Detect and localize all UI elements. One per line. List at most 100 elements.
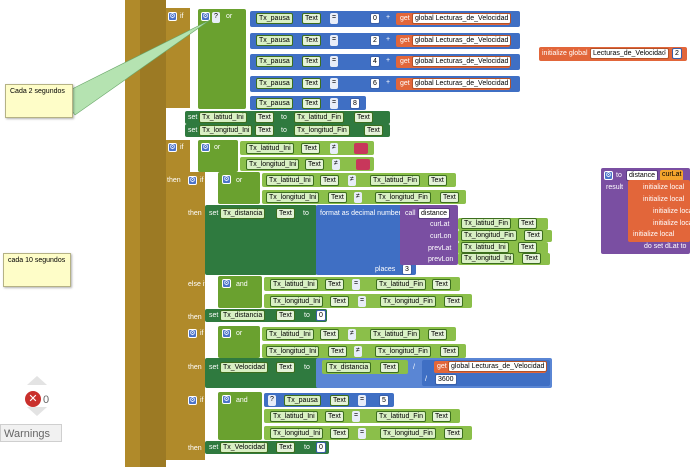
prop-text[interactable]: Text xyxy=(518,218,537,229)
prop-text[interactable]: Text xyxy=(330,296,349,307)
var-lon-ini[interactable]: Tx_longitud_Ini xyxy=(270,428,324,439)
gear-icon[interactable]: ⚙ xyxy=(222,329,231,338)
global-lecturas[interactable]: global Lecturas_de_Velocidad xyxy=(412,13,512,24)
var-lon-ini[interactable]: Tx_longitud_Ini xyxy=(246,159,300,170)
prop-text[interactable]: Text xyxy=(428,329,447,340)
prop-text[interactable]: Text xyxy=(524,230,543,241)
var-lon-ini[interactable]: Tx_longitud_Ini xyxy=(270,296,324,307)
var-tx-pausa[interactable]: Tx_pausa xyxy=(256,35,293,46)
prop-text[interactable]: Text xyxy=(518,242,537,253)
var-lon-fin[interactable]: Tx_longitud_Fin xyxy=(375,346,431,357)
gear-icon[interactable]: ⚙ xyxy=(188,329,197,338)
op-eq[interactable]: = xyxy=(358,428,367,439)
var-lat-ini[interactable]: Tx_latitud_Ini xyxy=(266,329,314,340)
prop-text[interactable]: Text xyxy=(255,125,274,136)
num-2-global[interactable]: 2 xyxy=(672,48,682,59)
warnings-arrows-icon[interactable] xyxy=(27,376,47,416)
var-lon-fin[interactable]: Tx_longitud_Fin xyxy=(380,296,436,307)
prop-text[interactable]: Text xyxy=(302,35,321,46)
op-eq[interactable]: = xyxy=(358,395,367,406)
prop-text[interactable]: Text xyxy=(276,362,295,373)
empty-string-block[interactable] xyxy=(354,143,368,154)
gear-icon[interactable]: ⚙ xyxy=(188,176,197,185)
prop-text[interactable]: Text xyxy=(330,395,349,406)
var-tx-pausa[interactable]: Tx_pausa xyxy=(256,13,293,24)
var-lat-ini[interactable]: Tx_latitud_Ini xyxy=(270,411,318,422)
format-decimal-block[interactable] xyxy=(316,205,416,275)
op-neq[interactable]: ≠ xyxy=(348,329,356,340)
prop-text[interactable]: Text xyxy=(276,310,295,321)
prop-text[interactable]: Text xyxy=(380,362,399,373)
prop-text[interactable]: Text xyxy=(328,346,347,357)
prop-text[interactable]: Text xyxy=(320,329,339,340)
gear-icon[interactable]: ⚙ xyxy=(168,143,177,152)
var-lat-fin[interactable]: Tx_latitud_Fin xyxy=(370,175,420,186)
num-6[interactable]: 6 xyxy=(370,78,380,89)
prop-text[interactable]: Text xyxy=(302,56,321,67)
var-lat-fin[interactable]: Tx_latitud_Fin xyxy=(370,329,420,340)
var-tx-pausa[interactable]: Tx_pausa xyxy=(256,98,293,109)
or-block-1[interactable] xyxy=(198,9,246,109)
global-lecturas[interactable]: global Lecturas_de_Velocidad xyxy=(412,78,512,89)
var-distancia[interactable]: Tx_distancia xyxy=(326,362,372,373)
var-tx-pausa[interactable]: Tx_pausa xyxy=(256,56,293,67)
prop-text[interactable]: Text xyxy=(330,428,349,439)
var-lat-fin[interactable]: Tx_latitud_Fin xyxy=(294,112,344,123)
var-velocidad[interactable]: Tx_Velocidad xyxy=(220,442,269,453)
prop-text[interactable]: Text xyxy=(305,159,324,170)
op-eq[interactable]: = xyxy=(352,411,361,422)
var-velocidad[interactable]: Tx_Velocidad xyxy=(220,362,269,373)
num-5[interactable]: 5 xyxy=(379,395,389,406)
prop-text[interactable]: Text xyxy=(428,175,447,186)
var-lat-fin[interactable]: Tx_latitud_Fin xyxy=(376,411,426,422)
prop-text[interactable]: Text xyxy=(255,112,274,123)
op-eq[interactable]: = xyxy=(330,35,339,46)
var-tx-pausa[interactable]: Tx_pausa xyxy=(256,78,293,89)
gear-icon[interactable]: ⚙ xyxy=(222,175,231,184)
op-eq[interactable]: = xyxy=(330,13,339,24)
op-neq[interactable]: ≠ xyxy=(330,143,338,154)
op-eq[interactable]: = xyxy=(352,279,361,290)
op-eq[interactable]: = xyxy=(358,296,367,307)
op-neq[interactable]: ≠ xyxy=(354,192,362,203)
comment-note-1[interactable]: Cada 2 segundos xyxy=(5,84,73,118)
var-lon-fin[interactable]: Tx_longitud_Fin xyxy=(294,125,350,136)
var-distancia[interactable]: Tx_distancia xyxy=(220,208,266,219)
num-3600[interactable]: 3600 xyxy=(435,374,457,385)
op-eq[interactable]: = xyxy=(330,98,339,109)
comment-note-2[interactable]: cada 10 segundos xyxy=(3,253,71,287)
prop-text[interactable]: Text xyxy=(302,13,321,24)
prop-text[interactable]: Text xyxy=(354,112,373,123)
var-lon-fin[interactable]: Tx_longitud_Fin xyxy=(380,428,436,439)
gear-icon[interactable]: ⚙ xyxy=(201,143,210,152)
prop-text[interactable]: Text xyxy=(432,411,451,422)
warnings-button[interactable]: Warnings xyxy=(0,424,62,442)
init-local-1[interactable] xyxy=(628,180,690,242)
op-eq[interactable]: = xyxy=(330,78,339,89)
prop-text[interactable]: Text xyxy=(325,279,344,290)
var-lat-ini[interactable]: Tx_latitud_Ini xyxy=(199,112,247,123)
prop-text[interactable]: Text xyxy=(444,296,463,307)
prop-text[interactable]: Text xyxy=(440,192,459,203)
var-distancia[interactable]: Tx_distancia xyxy=(220,310,266,321)
num-0[interactable]: 0 xyxy=(370,13,380,24)
prop-text[interactable]: Text xyxy=(302,98,321,109)
var-lon-ini[interactable]: Tx_longitud_Ini xyxy=(266,192,320,203)
op-neq[interactable]: ≠ xyxy=(348,175,356,186)
op-neq[interactable]: ≠ xyxy=(332,159,340,170)
num-0[interactable]: 0 xyxy=(316,442,326,453)
gear-icon[interactable]: ⚙ xyxy=(222,395,231,404)
gear-icon[interactable]: ⚙ xyxy=(222,279,231,288)
var-lat-ini[interactable]: Tx_latitud_Ini xyxy=(461,242,509,253)
if-block-1[interactable] xyxy=(166,8,190,108)
prop-text[interactable]: Text xyxy=(276,208,295,219)
prop-text[interactable]: Text xyxy=(440,346,459,357)
var-lat-ini[interactable]: Tx_latitud_Ini xyxy=(270,279,318,290)
num-0[interactable]: 0 xyxy=(316,310,326,321)
var-lat-fin[interactable]: Tx_latitud_Fin xyxy=(461,218,511,229)
prop-text[interactable]: Text xyxy=(522,253,541,264)
num-4[interactable]: 4 xyxy=(370,56,380,67)
prop-text[interactable]: Text xyxy=(320,175,339,186)
num-3[interactable]: 3 xyxy=(402,264,412,275)
question-icon[interactable]: ? xyxy=(268,395,276,406)
